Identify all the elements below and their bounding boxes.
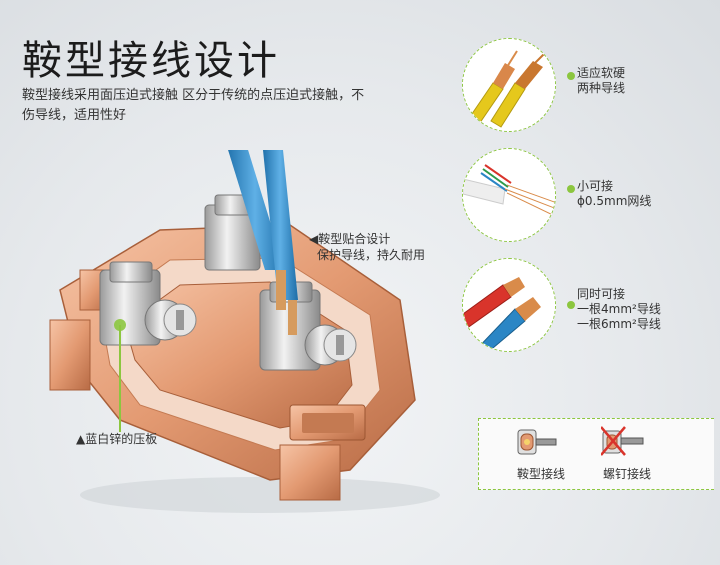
description-text: 鞍型接线采用面压迫式接触 区分于传统的点压迫式接触，不伤导线，适用性好 bbox=[22, 88, 365, 123]
screw-terminal-icon bbox=[601, 426, 644, 456]
blue-wires bbox=[228, 150, 298, 335]
feature-bullet bbox=[567, 72, 575, 80]
saddle-fit-line1: ◀鞍型贴合设计 bbox=[309, 232, 391, 246]
pressure-plate-callout: ▲蓝白锌的压板 bbox=[76, 432, 158, 446]
feature-circle-stranded bbox=[462, 38, 556, 132]
screw-wiring-label: 螺钉接线 bbox=[603, 467, 652, 481]
feature-text-thick: 同时可接 一根4mm²导线 一根6mm²导线 bbox=[577, 287, 661, 332]
feature-bullet bbox=[567, 185, 575, 193]
feature-line: ϕ0.5mm网线 bbox=[577, 194, 652, 208]
thick-wire-icon bbox=[463, 259, 555, 351]
comparison-box: 鞍型接线 螺钉接线 bbox=[478, 418, 714, 490]
saddle-terminal-icon bbox=[517, 429, 557, 455]
feature-text-network: 小可接 ϕ0.5mm网线 bbox=[577, 179, 651, 209]
feature-line: 两种导线 bbox=[577, 81, 626, 95]
feature-line: 一根6mm²导线 bbox=[577, 317, 661, 331]
feature-line: 一根4mm²导线 bbox=[577, 302, 661, 316]
saddle-fit-callout: ◀鞍型贴合设计 保护导线，持久耐用 bbox=[309, 231, 425, 263]
saddle-fit-line2: 保护导线，持久耐用 bbox=[317, 248, 426, 262]
thin-network-wire-icon bbox=[463, 149, 555, 241]
feature-bullet bbox=[567, 301, 575, 309]
feature-line: 同时可接 bbox=[577, 287, 626, 301]
saddle-wiring-label: 鞍型接线 bbox=[517, 467, 566, 481]
page-title: 鞍型接线设计 bbox=[22, 38, 280, 84]
feature-text-stranded: 适应软硬 两种导线 bbox=[577, 66, 625, 96]
terminal-illustration bbox=[49, 150, 440, 513]
feature-circle-network bbox=[462, 148, 556, 242]
feature-circle-thick bbox=[462, 258, 556, 352]
feature-line: 适应软硬 bbox=[577, 66, 626, 80]
feature-line: 小可接 bbox=[577, 179, 614, 193]
clamp-left bbox=[99, 261, 197, 346]
stranded-wire-icon bbox=[463, 39, 555, 131]
